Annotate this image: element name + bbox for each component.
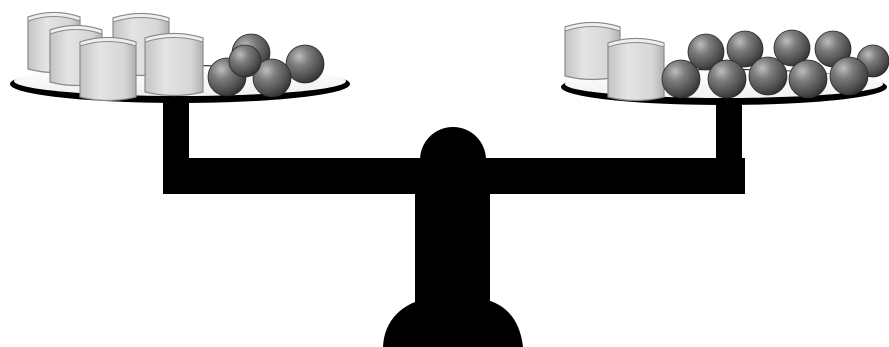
balance-stand	[163, 100, 745, 347]
left-sphere-5	[229, 45, 261, 77]
right-cube-2	[608, 39, 664, 101]
right-sphere-10	[830, 57, 868, 95]
left-pan	[10, 13, 350, 104]
left-sphere-2	[286, 45, 324, 83]
left-cube-5	[80, 38, 136, 101]
right-sphere-9	[789, 60, 827, 98]
balance-base	[383, 298, 523, 347]
left-pan-support	[163, 102, 189, 194]
right-pan-support	[716, 100, 742, 194]
right-sphere-6	[662, 60, 700, 98]
left-cube-4	[145, 34, 203, 96]
right-sphere-7	[708, 60, 746, 98]
right-pan	[561, 23, 889, 106]
balance-beam	[163, 158, 745, 194]
right-pan-items	[565, 23, 889, 101]
right-sphere-8	[749, 57, 787, 95]
